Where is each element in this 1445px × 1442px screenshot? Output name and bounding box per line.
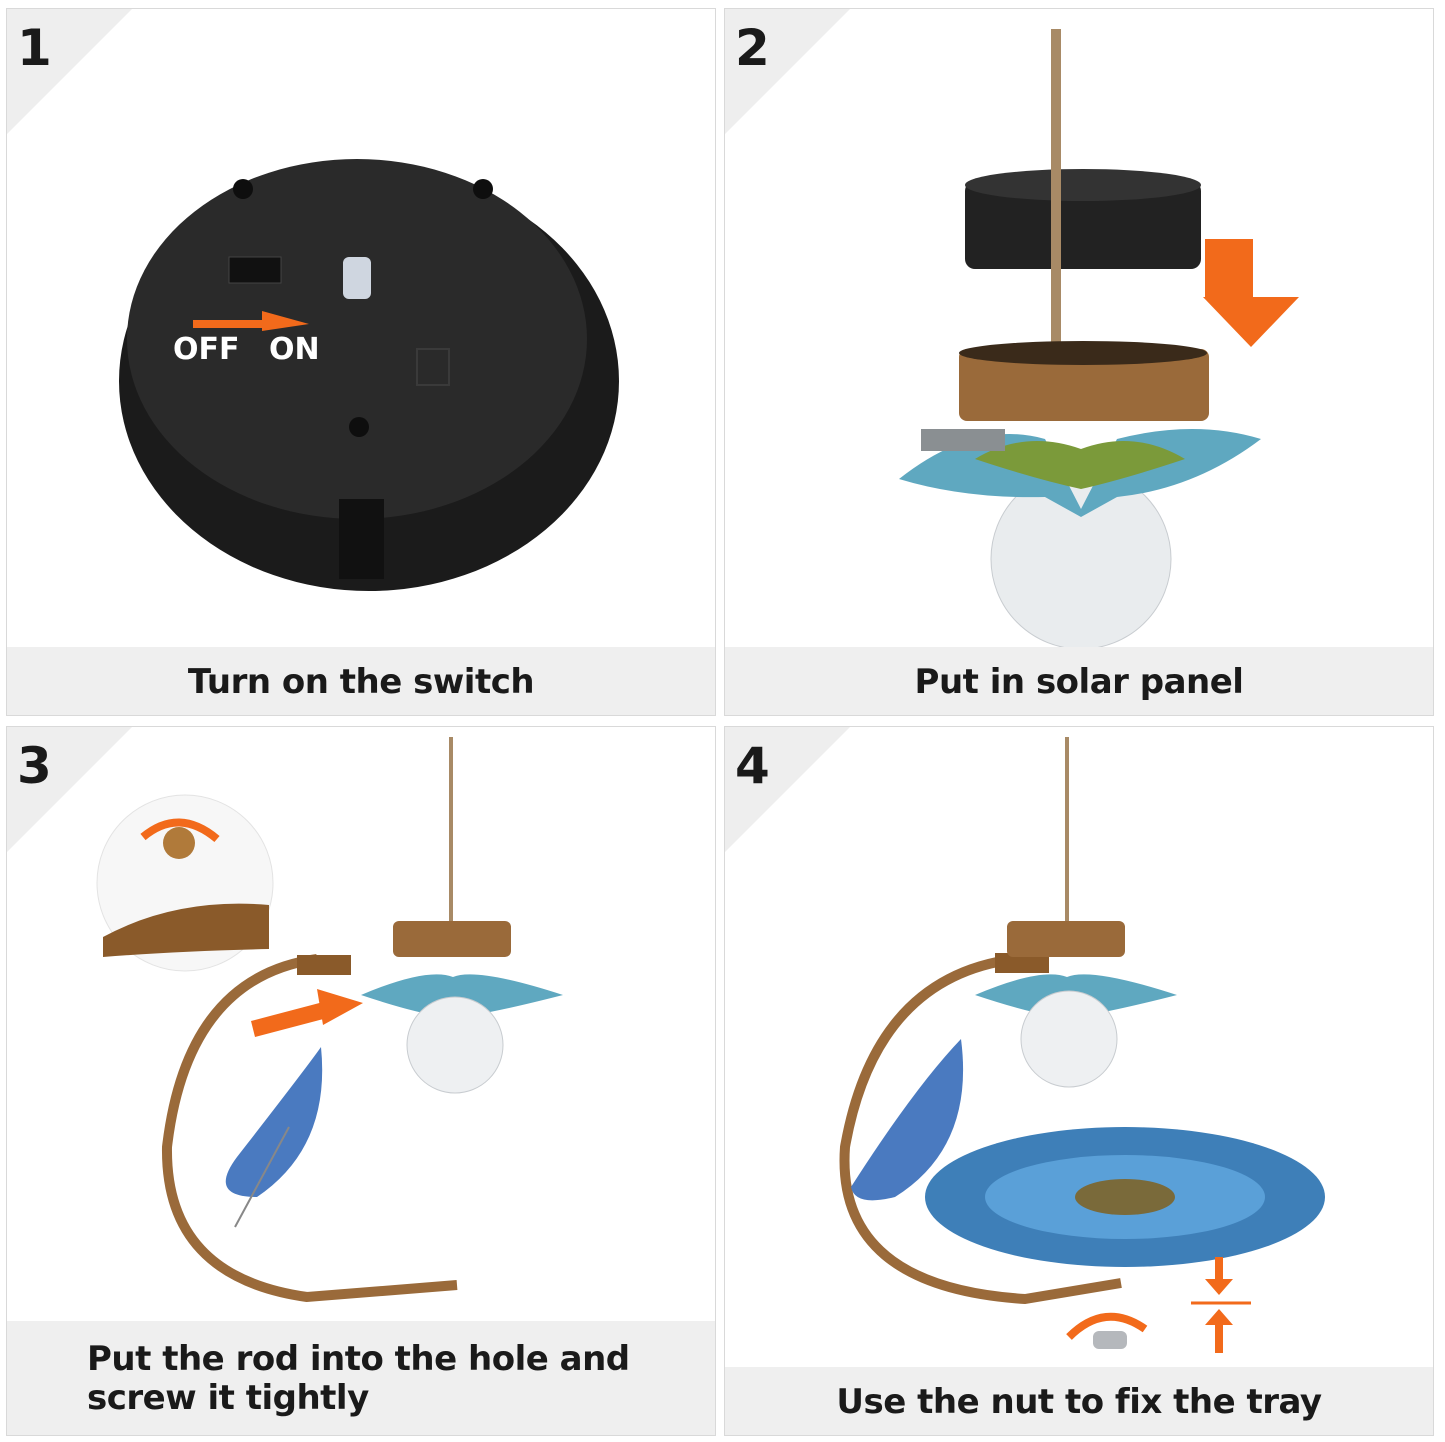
step-number: 3 bbox=[17, 737, 52, 795]
battery-base-illustration: OFF ON bbox=[119, 159, 619, 591]
lamp-assembly-illustration bbox=[899, 29, 1299, 649]
corner-decoration bbox=[7, 727, 132, 852]
step-caption: Turn on the switch bbox=[7, 647, 715, 715]
corner-decoration bbox=[725, 9, 850, 134]
step-caption: Use the nut to fix the tray bbox=[725, 1367, 1433, 1435]
corner-decoration bbox=[7, 9, 132, 134]
on-label: ON bbox=[269, 332, 320, 367]
step-caption: Put in solar panel bbox=[725, 647, 1433, 715]
stand-assembly-illustration bbox=[96, 737, 563, 1303]
step-3-panel: 3 Put the rod into the hole and screw it… bbox=[6, 726, 716, 1436]
step-caption: Put the rod into the hole and screw it t… bbox=[7, 1321, 715, 1435]
corner-decoration bbox=[725, 727, 850, 852]
off-label: OFF bbox=[173, 332, 240, 367]
step-number: 2 bbox=[735, 19, 770, 77]
step-2-panel: 2 Put in solar panel bbox=[724, 8, 1434, 716]
step-4-panel: 4 Use the nut to fix the tray bbox=[724, 726, 1434, 1436]
tray-assembly-illustration bbox=[839, 737, 1325, 1353]
step-number: 4 bbox=[735, 737, 770, 795]
step-number: 1 bbox=[17, 19, 52, 77]
step-1-panel: 1 OFF ON Turn on the switch bbox=[6, 8, 716, 716]
